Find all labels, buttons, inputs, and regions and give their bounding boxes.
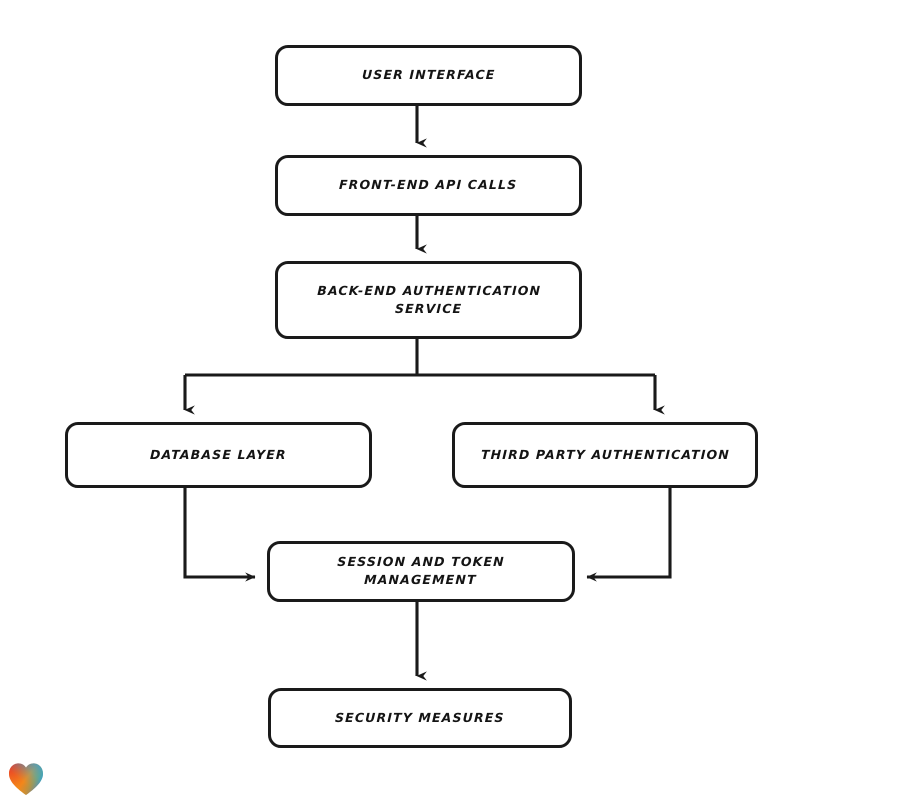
node-label: Session and Token Management [337, 554, 506, 588]
node-security-measures[interactable]: Security Measures [268, 688, 572, 748]
node-session-and-token-management[interactable]: Session and Token Management [267, 541, 575, 602]
node-label: User Interface [361, 67, 496, 83]
node-database-layer[interactable]: Database Layer [65, 422, 372, 488]
edge-database-to-session [183, 488, 256, 582]
node-label: Third Party Authentication [480, 446, 730, 462]
node-label: Security Measures [334, 709, 506, 725]
edge-thirdparty-to-session [586, 488, 672, 582]
node-back-end-authentication-service[interactable]: Back-End Authentication Service [275, 261, 582, 339]
heart-icon [9, 763, 43, 795]
node-label: Front-End API Calls [339, 177, 518, 193]
node-label: Back-End Authentication Service [316, 282, 542, 316]
node-label: Database Layer [149, 446, 288, 462]
node-third-party-authentication[interactable]: Third Party Authentication [452, 422, 758, 488]
node-user-interface[interactable]: User Interface [275, 45, 582, 106]
node-front-end-api-calls[interactable]: Front-End API Calls [275, 155, 582, 216]
